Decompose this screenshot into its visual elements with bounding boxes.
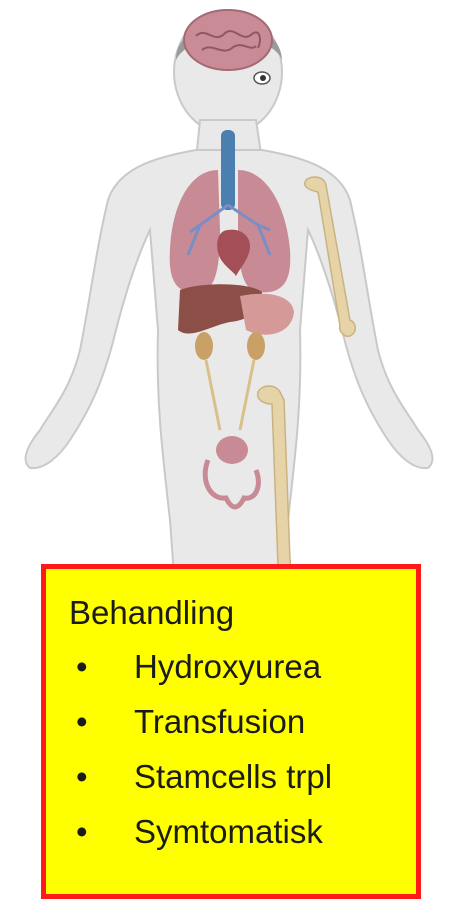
treatment-item-transfusion: Transfusion — [134, 703, 305, 740]
brain — [184, 10, 272, 70]
bullet-icon: • — [76, 804, 88, 859]
bullet-icon: • — [76, 639, 88, 694]
treatment-item-symtomatisk: Symtomatisk — [134, 813, 323, 850]
bullet-icon: • — [76, 694, 88, 749]
treatment-box: Behandling • Hydroxyurea • Transfusion • St… — [41, 564, 421, 899]
list-item: • Transfusion — [69, 694, 416, 749]
right-kidney — [247, 332, 265, 360]
treatment-list: • Hydroxyurea • Transfusion • Stamcells trp… — [69, 639, 416, 859]
bladder — [216, 436, 248, 464]
bullet-icon: • — [76, 749, 88, 804]
pupil — [260, 75, 266, 81]
trachea — [221, 130, 235, 210]
left-kidney — [195, 332, 213, 360]
list-item: • Stamcells trpl — [69, 749, 416, 804]
treatment-item-stamcells: Stamcells trpl — [134, 758, 332, 795]
list-item: • Hydroxyurea — [69, 639, 416, 694]
treatment-item-hydroxyurea: Hydroxyurea — [134, 648, 321, 685]
treatment-heading: Behandling — [69, 593, 416, 633]
list-item: • Symtomatisk — [69, 804, 416, 859]
